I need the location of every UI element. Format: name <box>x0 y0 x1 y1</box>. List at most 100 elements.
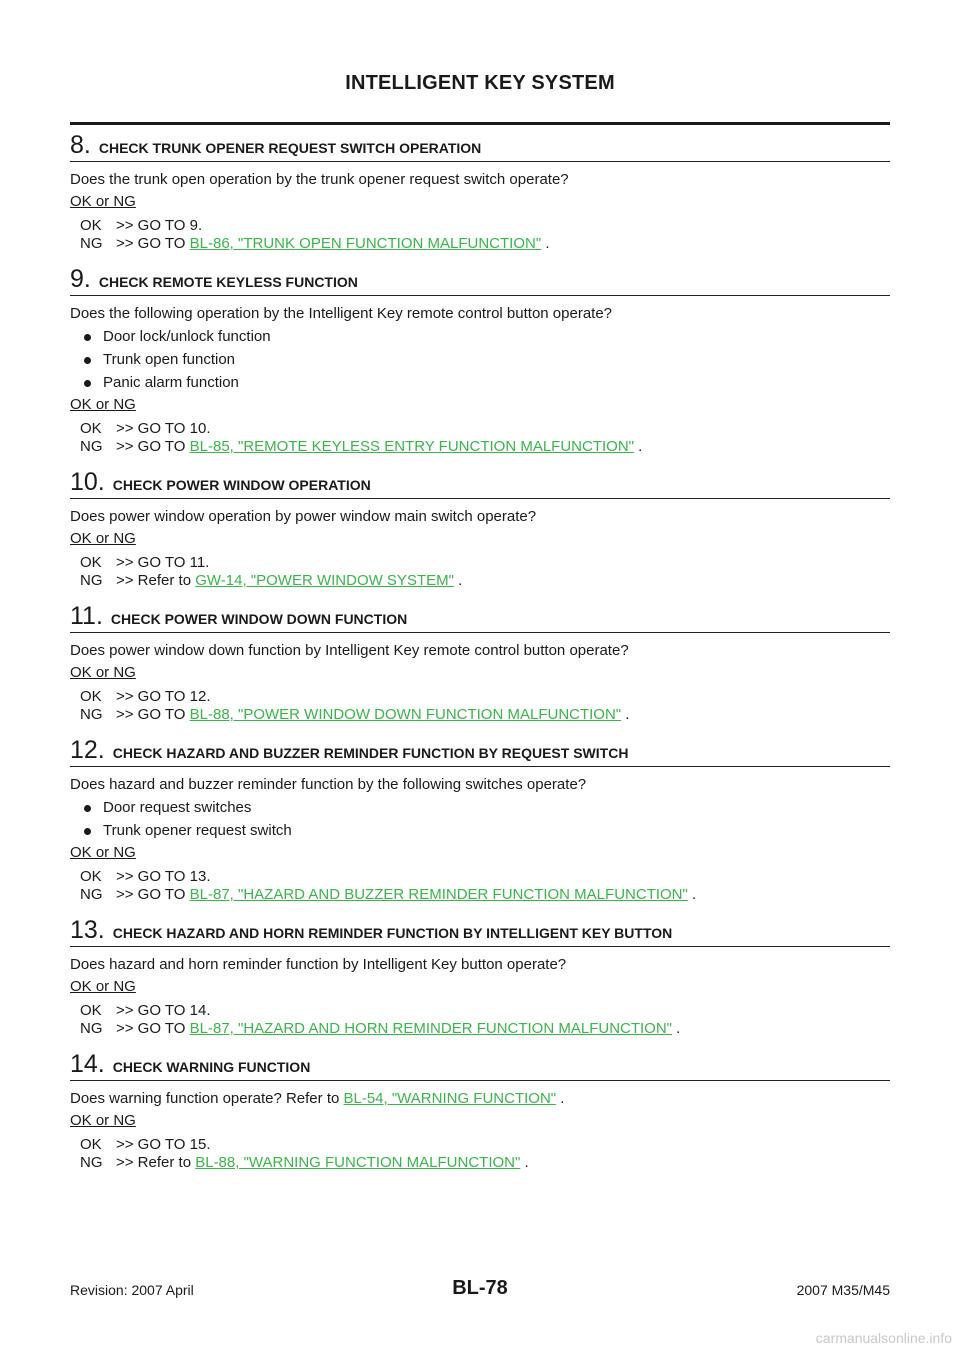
result-row: NG>> GO TO BL-87, "HAZARD AND HORN REMIN… <box>80 1020 890 1038</box>
bullet-icon <box>84 805 91 812</box>
step-number: 9. <box>70 265 91 293</box>
step-question: Does warning function operate? Refer to … <box>70 1090 890 1108</box>
result-row: NG >> GO TO BL-88, "POWER WINDOW DOWN FUN… <box>80 706 890 724</box>
ok-or-ng-label: OK or NG <box>70 396 136 413</box>
ok-or-ng-label: OK or NG <box>70 664 136 681</box>
result-action: >> GO TO 9. <box>116 217 203 234</box>
result-suffix: . <box>520 1154 529 1171</box>
result-code: OK <box>80 1136 102 1153</box>
bullet-icon <box>84 380 91 387</box>
page-number: BL-78 <box>452 1277 508 1299</box>
result-suffix: . <box>621 706 630 723</box>
bullet-icon <box>84 357 91 364</box>
result-row: NG>> GO TO BL-86, "TRUNK OPEN FUNCTION M… <box>80 235 890 253</box>
result-action: >> GO TO <box>116 706 190 723</box>
step-heading: 10.CHECK POWER WINDOW OPERATION <box>70 468 890 499</box>
result-action: >> GO TO <box>116 886 190 903</box>
result-suffix: . <box>634 438 643 455</box>
step-title: CHECK WARNING FUNCTION <box>112 1059 311 1075</box>
result-code: NG <box>80 1154 103 1171</box>
step-number: 12. <box>70 736 105 764</box>
result-row: NG >> Refer to BL-88, "WARNING FUNCTION M… <box>80 1154 890 1172</box>
step-section: 14.CHECK WARNING FUNCTION Does warning fu… <box>70 1050 890 1172</box>
ok-or-ng-label: OK or NG <box>70 1112 136 1129</box>
step-question: Does power window down function by Intel… <box>70 642 890 660</box>
result-code: OK <box>80 688 102 705</box>
result-suffix: . <box>672 1020 681 1037</box>
list-item-text: Door request switches <box>103 799 252 816</box>
result-row: OK >> GO TO 12. <box>80 688 890 706</box>
result-code: OK <box>80 868 102 885</box>
step-section: 9.CHECK REMOTE KEYLESS FUNCTION Does the … <box>70 265 890 456</box>
reference-link[interactable]: BL-88, "WARNING FUNCTION MALFUNCTION" <box>195 1154 521 1171</box>
list-item-text: Trunk opener request switch <box>103 822 292 839</box>
step-heading: 9.CHECK REMOTE KEYLESS FUNCTION <box>70 265 890 296</box>
step-section: 11.CHECK POWER WINDOW DOWN FUNCTION Does … <box>70 602 890 724</box>
result-suffix: . <box>541 235 550 252</box>
question-text: Does the following operation by the Inte… <box>70 305 613 322</box>
result-row: OK >> GO TO 15. <box>80 1136 890 1154</box>
reference-link[interactable]: BL-54, "WARNING FUNCTION" <box>343 1090 557 1107</box>
reference-link[interactable]: BL-86, "TRUNK OPEN FUNCTION MALFUNCTION" <box>189 235 542 252</box>
footer-model: 2007 M35/M45 <box>796 1282 890 1298</box>
result-suffix: . <box>687 886 697 903</box>
list-item: Trunk opener request switch <box>70 822 890 840</box>
step-heading: 14.CHECK WARNING FUNCTION <box>70 1050 890 1081</box>
step-title: CHECK HAZARD AND HORN REMINDER FUNCTION … <box>112 925 673 941</box>
question-text: Does power window operation by power win… <box>70 508 537 525</box>
result-row: NG>> GO TO BL-85, "REMOTE KEYLESS ENTRY … <box>80 438 890 456</box>
result-row: OK>> GO TO 11. <box>80 554 890 572</box>
result-row: NG>> Refer to GW-14, "POWER WINDOW SYSTE… <box>80 572 890 590</box>
question-suffix: . <box>556 1090 565 1107</box>
step-section: 12. CHECK HAZARD AND BUZZER REMINDER FUNC… <box>70 736 890 904</box>
step-heading: 8.CHECK TRUNK OPENER REQUEST SWITCH OPER… <box>70 131 890 162</box>
step-number: 8. <box>70 131 91 159</box>
reference-link[interactable]: BL-85, "REMOTE KEYLESS ENTRY FUNCTION MA… <box>189 438 634 455</box>
result-row: OK>> GO TO 9. <box>80 217 890 235</box>
reference-link[interactable]: GW-14, "POWER WINDOW SYSTEM" <box>195 572 454 589</box>
question-text: Does the trunk open operation by the tru… <box>70 171 569 188</box>
reference-link[interactable]: BL-87, "HAZARD AND BUZZER REMINDER FUNCT… <box>189 886 688 903</box>
result-row: OK>> GO TO 10. <box>80 420 890 438</box>
step-heading: 11.CHECK POWER WINDOW DOWN FUNCTION <box>70 602 890 633</box>
step-heading: 12. CHECK HAZARD AND BUZZER REMINDER FUNC… <box>70 736 890 767</box>
question-text: Does warning function operate? Refer to <box>70 1090 344 1107</box>
step-number: 10. <box>70 468 105 496</box>
result-code: NG <box>80 706 103 723</box>
ok-or-ng-label: OK or NG <box>70 530 136 547</box>
step-section: 10.CHECK POWER WINDOW OPERATION Does powe… <box>70 468 890 590</box>
step-question: Does the following operation by the Inte… <box>70 305 890 323</box>
result-action: >> GO TO 10. <box>116 420 211 437</box>
result-action: >> Refer to <box>116 572 196 589</box>
reference-link[interactable]: BL-88, "POWER WINDOW DOWN FUNCTION MALFU… <box>189 706 622 723</box>
step-list: 8.CHECK TRUNK OPENER REQUEST SWITCH OPER… <box>70 131 890 1184</box>
list-item-text: Panic alarm function <box>103 374 239 391</box>
question-text: Does hazard and horn reminder function b… <box>70 956 567 973</box>
result-action: >> GO TO 15. <box>116 1136 211 1153</box>
result-row: OK>> GO TO 13. <box>80 868 890 886</box>
step-section: 13. CHECK HAZARD AND HORN REMINDER FUNCTI… <box>70 916 890 1038</box>
step-section: 8.CHECK TRUNK OPENER REQUEST SWITCH OPER… <box>70 131 890 253</box>
step-title: CHECK HAZARD AND BUZZER REMINDER FUNCTIO… <box>112 745 629 761</box>
step-number: 13. <box>70 916 105 944</box>
step-heading: 13. CHECK HAZARD AND HORN REMINDER FUNCTI… <box>70 916 890 947</box>
step-question: Does hazard and horn reminder function b… <box>70 956 890 974</box>
step-question: Does power window operation by power win… <box>70 508 890 526</box>
reference-link[interactable]: BL-87, "HAZARD AND HORN REMINDER FUNCTIO… <box>189 1020 673 1037</box>
result-code: OK <box>80 1002 102 1019</box>
result-action: >> GO TO 11. <box>116 554 210 571</box>
step-title: CHECK POWER WINDOW DOWN FUNCTION <box>110 611 408 627</box>
result-suffix: . <box>453 572 463 589</box>
list-item: Door lock/unlock function <box>70 328 890 346</box>
result-action: >> GO TO <box>116 235 190 252</box>
result-row: OK>> GO TO 14. <box>80 1002 890 1020</box>
result-action: >> GO TO 12. <box>116 688 211 705</box>
list-item: Panic alarm function <box>70 374 890 392</box>
bullet-icon <box>84 334 91 341</box>
step-question: Does the trunk open operation by the tru… <box>70 171 890 189</box>
ok-or-ng-label: OK or NG <box>70 193 136 210</box>
result-action: >> Refer to <box>116 1154 196 1171</box>
list-item-text: Door lock/unlock function <box>103 328 271 345</box>
